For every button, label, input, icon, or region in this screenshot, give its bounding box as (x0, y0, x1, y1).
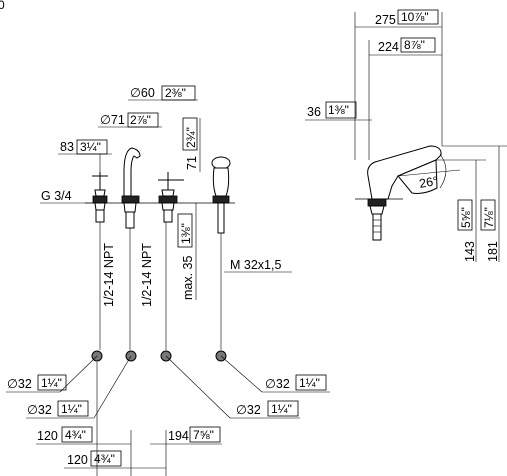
d71-label: ∅71 (100, 113, 125, 127)
h71-label: 71 (185, 156, 199, 170)
dim-angle: 26° (397, 153, 461, 191)
d32-left-top-label: ∅32 (7, 377, 32, 391)
d32-left-mid-inch: 1¼" (61, 402, 82, 416)
thread-g-label: G 3/4 (41, 189, 72, 203)
npt-left-label: 1/2-14 NPT (102, 243, 116, 307)
dim-w224: 224 8⅞" (368, 37, 442, 160)
dim-d32-left-mid: ∅32 1¼" (26, 400, 94, 419)
center-spout (121, 147, 141, 229)
w194-label: 194 (168, 429, 189, 443)
dim-w120-b: 120 4¾" (64, 362, 166, 476)
d71-inch: 2⅞" (130, 113, 151, 127)
d32-right-mid-inch: 1¼" (271, 402, 292, 416)
dim-m32: M 32x1,5 (224, 258, 292, 273)
side-view: 275 10⅞" 224 8⅞" 36 1⅜" 26° (305, 9, 507, 262)
dim-w120-a: 120 4¾" (36, 426, 132, 476)
right-handle-valve (158, 172, 184, 223)
h181-inch: 7⅛" (482, 207, 496, 228)
dim-h71: 71 2¾" (182, 117, 201, 172)
d60-inch: 2⅜" (165, 86, 186, 100)
w275-label: 275 (375, 13, 396, 27)
dim-w275: 275 10⅞" (354, 9, 443, 146)
dim-w83: 83 3¼" (58, 139, 112, 176)
dim-h181: 181 7⅛" (442, 145, 507, 262)
dim-h36: 36 1⅜" (305, 101, 372, 160)
angle-label: 26° (418, 174, 439, 191)
h143-label: 143 (463, 241, 477, 262)
w83-label: 83 (60, 140, 74, 154)
w83-inch: 3¼" (80, 140, 101, 154)
hole-centerlines (99, 222, 222, 350)
dim-d32-right-mid: ∅32 1¼" (230, 400, 300, 419)
h143-inch: 5⅝" (459, 207, 473, 228)
h36-label: 36 (307, 105, 321, 119)
dim-d32-right-top: ∅32 1¼" (262, 374, 330, 393)
dim-w194: 194 7⅝" (150, 426, 222, 476)
w194-inch: 7⅝" (193, 428, 214, 442)
left-handle-valve (92, 172, 108, 223)
d32-left-mid-label: ∅32 (27, 403, 52, 417)
max35-inch: 1⅜" (179, 223, 193, 244)
w224-label: 224 (378, 40, 399, 54)
max35-label: max. 35 (181, 255, 195, 300)
dim-d32-left-top: ∅32 1¼" (6, 374, 67, 393)
d32-left-top-inch: 1¼" (41, 376, 62, 390)
dim-thread-g: G 3/4 (40, 189, 94, 204)
corner-label: 0 (0, 0, 5, 12)
front-view: ∅60 2⅜" ∅71 2⅞" 71 2¾" 83 3¼" (40, 85, 292, 350)
m32-label: M 32x1,5 (230, 258, 281, 272)
npt-right-label: 1/2-14 NPT (140, 243, 154, 307)
side-product (355, 145, 442, 241)
w120-a-label: 120 (37, 429, 58, 443)
dim-h143: 143 5⅝" (436, 159, 486, 262)
w120-b-label: 120 (67, 453, 88, 467)
dim-max35: max. 35 1⅜" (177, 203, 197, 300)
d32-right-mid-label: ∅32 (236, 403, 261, 417)
mounting-holes: ∅32 1¼" ∅32 1¼" ∅32 1¼" ∅32 1¼" (6, 350, 330, 476)
dim-d71: ∅71 2⅞" (98, 112, 162, 128)
w120-a-inch: 4¾" (65, 428, 86, 442)
h71-inch: 2¾" (184, 127, 198, 148)
w120-b-inch: 4¾" (94, 452, 115, 466)
h36-inch: 1⅜" (328, 103, 349, 117)
dim-d60: ∅60 2⅜" (128, 85, 198, 101)
hand-shower (211, 156, 231, 234)
w275-inch: 10⅞" (401, 10, 429, 24)
h181-label: 181 (486, 241, 500, 262)
d32-right-top-label: ∅32 (265, 377, 290, 391)
d32-right-top-inch: 1¼" (299, 376, 320, 390)
d60-label: ∅60 (130, 86, 155, 100)
w224-inch: 8⅞" (404, 38, 425, 52)
